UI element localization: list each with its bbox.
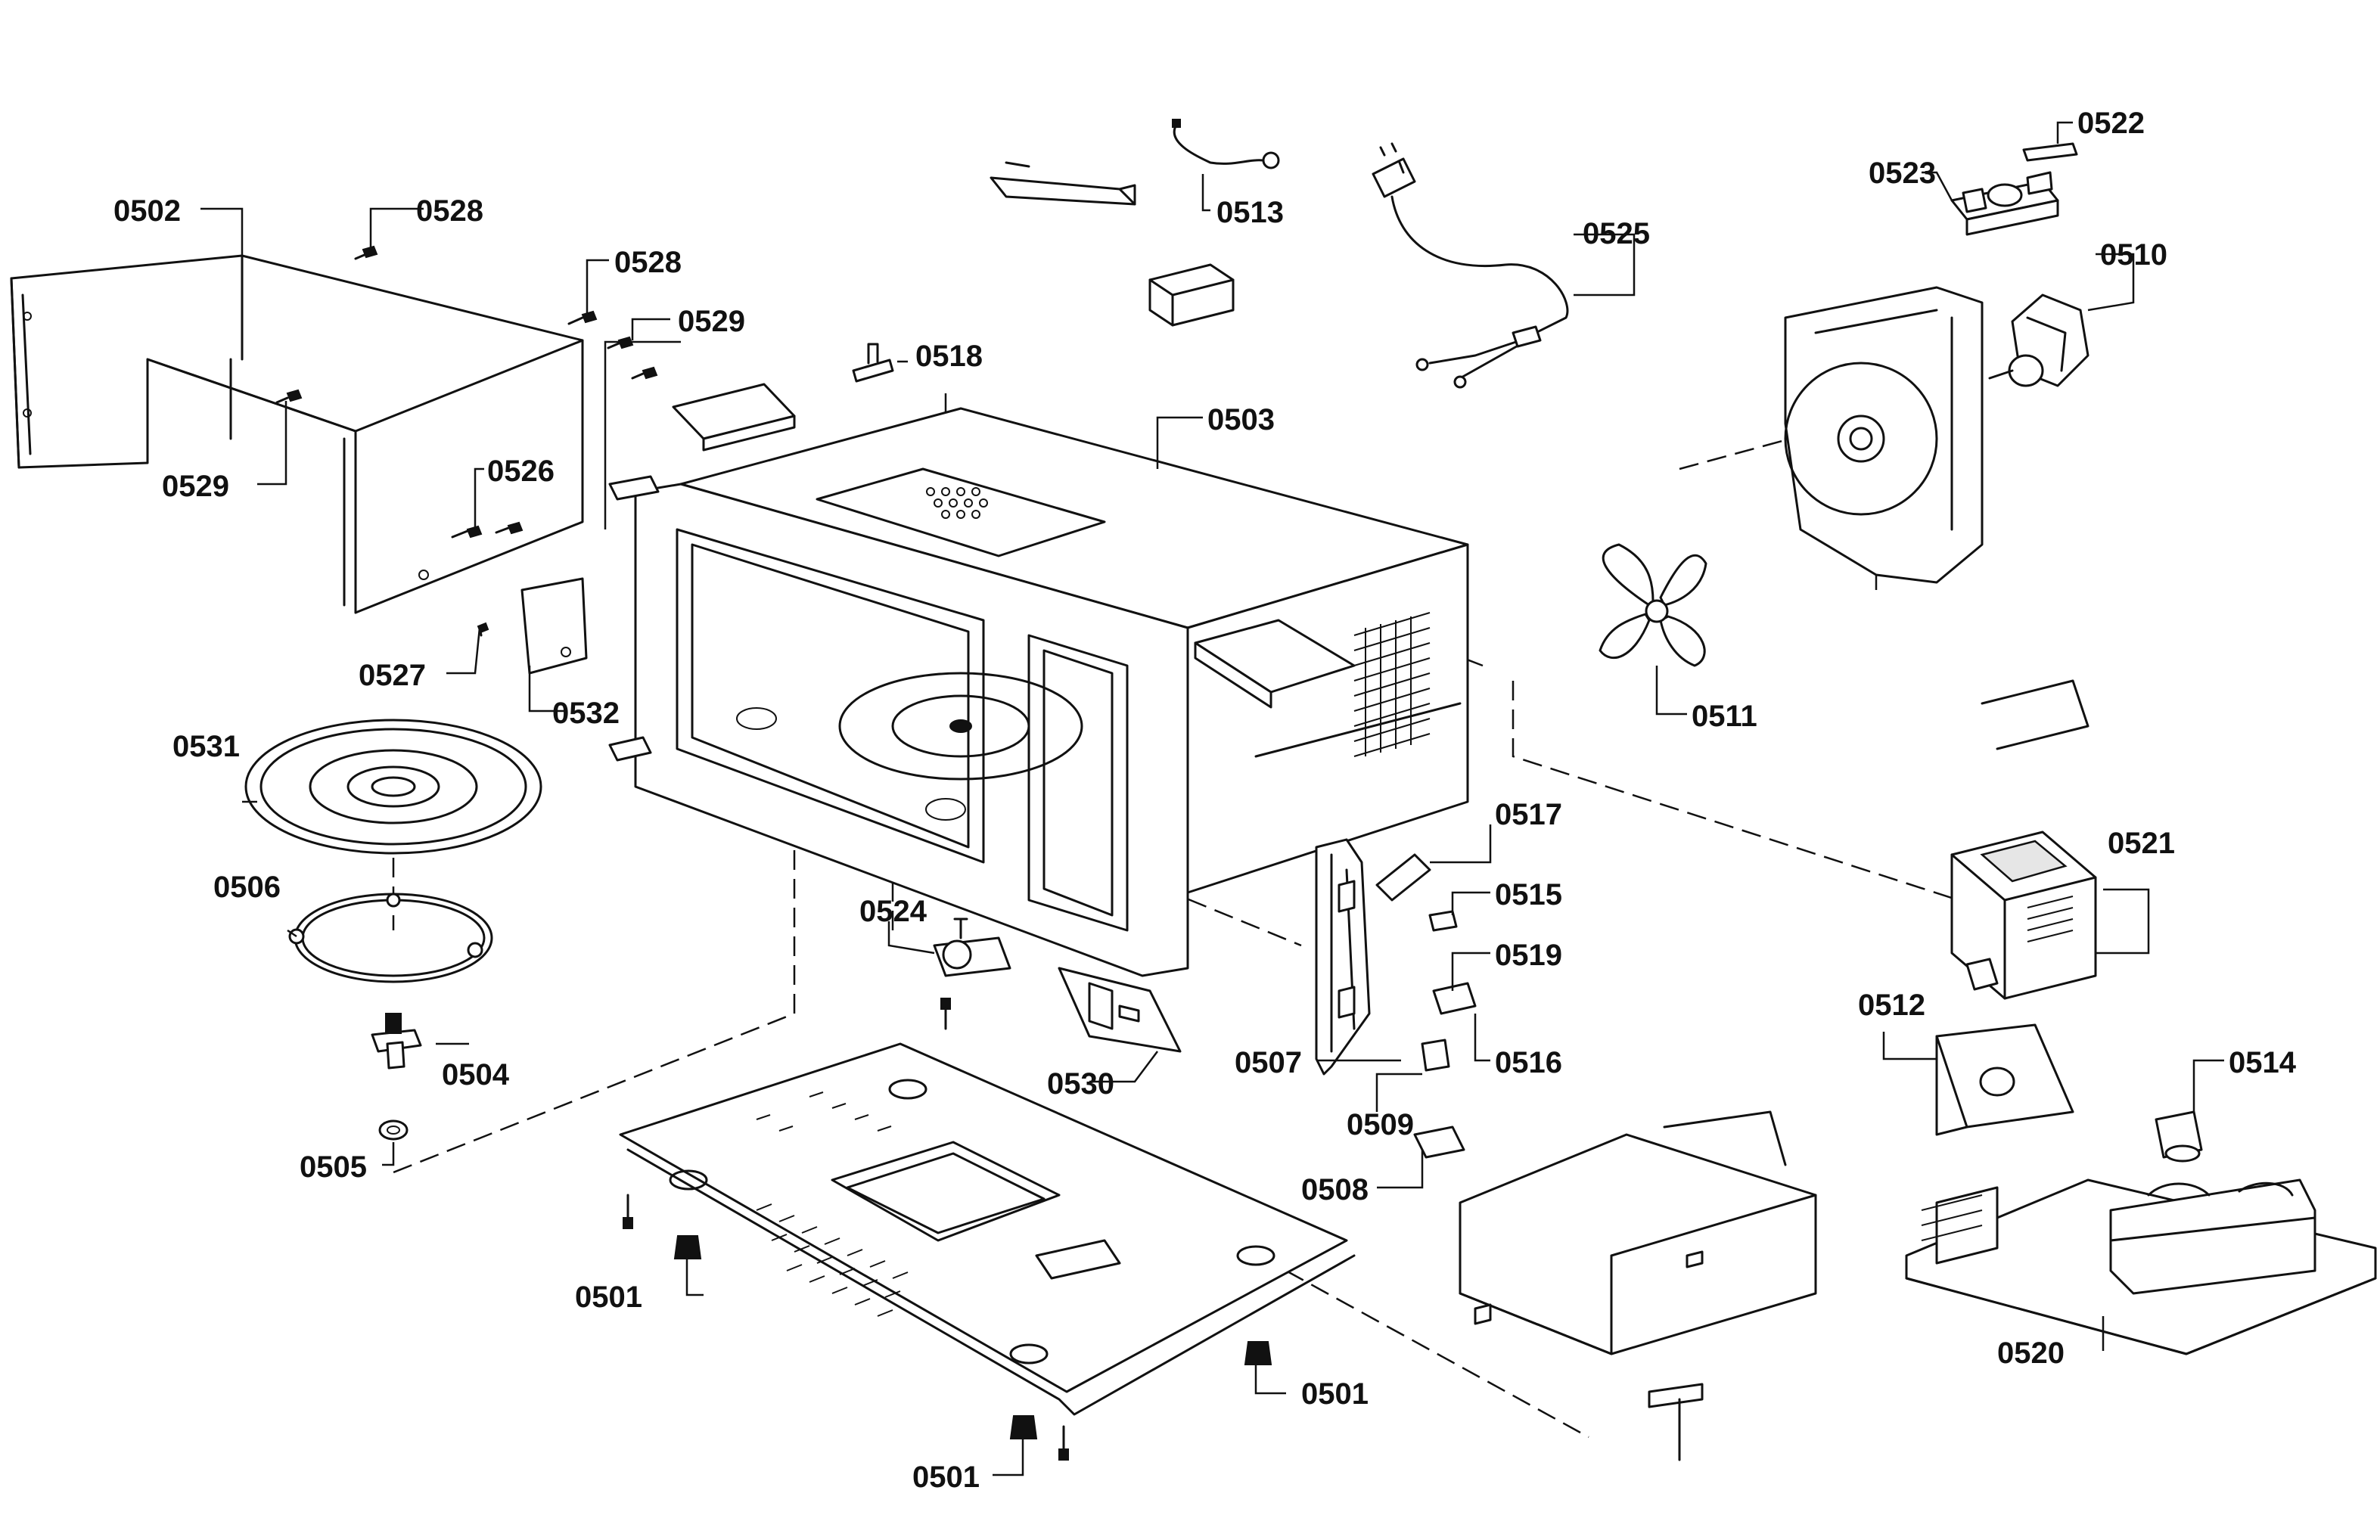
outer-cabinet xyxy=(10,254,584,614)
label-0530: 0530 xyxy=(1047,1067,1114,1101)
control-bracket xyxy=(1058,967,1182,1053)
label-0511: 0511 xyxy=(1692,700,1757,733)
label-0510: 0510 xyxy=(2100,238,2167,272)
label-0502: 0502 xyxy=(113,194,181,228)
power-cord xyxy=(1372,142,1569,389)
hv-bracket xyxy=(1935,1023,2074,1136)
thermal-bracket xyxy=(852,343,894,383)
label-0521: 0521 xyxy=(2108,827,2175,860)
wire-0513 xyxy=(1172,119,1280,169)
label-0516: 0516 xyxy=(1495,1046,1562,1079)
feet xyxy=(623,1194,1272,1461)
label-0501-c: 0501 xyxy=(912,1461,980,1494)
fuse-0522 xyxy=(2022,142,2078,162)
label-0527: 0527 xyxy=(359,659,426,692)
latch-board xyxy=(1315,838,1371,1076)
leader-lines xyxy=(200,121,2224,1476)
label-0513: 0513 xyxy=(1216,196,1284,229)
label-0515: 0515 xyxy=(1495,878,1562,911)
roller-ring xyxy=(288,893,493,983)
label-0501-b: 0501 xyxy=(1301,1377,1369,1411)
label-0526: 0526 xyxy=(487,455,555,488)
label-0503: 0503 xyxy=(1207,403,1275,436)
label-0525: 0525 xyxy=(1583,217,1650,250)
label-0504: 0504 xyxy=(442,1058,510,1091)
label-0529-a: 0529 xyxy=(678,305,745,338)
label-0508: 0508 xyxy=(1301,1173,1369,1206)
label-0506: 0506 xyxy=(213,871,281,904)
transformer-board xyxy=(1905,1178,2377,1355)
label-0501-a: 0501 xyxy=(575,1281,642,1314)
noise-filter-0523 xyxy=(1950,171,2059,236)
base-slots xyxy=(756,1091,909,1317)
fan-blade xyxy=(1599,543,1707,667)
label-0531: 0531 xyxy=(172,730,240,763)
label-0529-b: 0529 xyxy=(162,470,229,503)
turntable-tray xyxy=(244,719,542,855)
washer xyxy=(378,1119,409,1141)
magnetron xyxy=(1950,679,2097,1000)
waveguide-cover xyxy=(520,577,588,675)
component-tray xyxy=(1459,1110,1817,1355)
oven-cavity xyxy=(608,407,1469,977)
vent-grid xyxy=(1353,612,1431,757)
fan-shroud xyxy=(1784,286,1984,584)
label-0512: 0512 xyxy=(1858,989,1925,1022)
label-0523: 0523 xyxy=(1869,157,1936,190)
label-0518: 0518 xyxy=(915,340,983,373)
label-0514: 0514 xyxy=(2229,1046,2297,1079)
label-0532: 0532 xyxy=(552,697,620,730)
label-0519: 0519 xyxy=(1495,939,1562,972)
door-switches xyxy=(1375,853,1477,1159)
label-0528-b: 0528 xyxy=(614,246,682,279)
label-0517: 0517 xyxy=(1495,798,1562,831)
label-0507: 0507 xyxy=(1235,1046,1302,1079)
label-0522: 0522 xyxy=(2077,107,2145,140)
label-0509: 0509 xyxy=(1347,1108,1414,1141)
part-labels: 0502 0528 0528 0529 0529 0526 0527 0532 … xyxy=(113,107,2297,1494)
top-angle-bracket xyxy=(672,383,796,452)
label-0505: 0505 xyxy=(300,1150,367,1184)
cavity-top-holes xyxy=(926,487,988,519)
base-plate xyxy=(619,1042,1356,1416)
mounting-clip xyxy=(1648,1383,1704,1461)
bracket-block xyxy=(1148,263,1235,327)
coupler xyxy=(371,1013,422,1070)
label-0528-a: 0528 xyxy=(416,194,483,228)
label-0524: 0524 xyxy=(859,895,927,928)
fan-motor xyxy=(1988,293,2089,387)
hv-fuse xyxy=(2155,1110,2203,1163)
latch-bar xyxy=(990,161,1136,206)
cabinet-screws xyxy=(275,245,658,637)
label-0520: 0520 xyxy=(1997,1337,2065,1370)
turntable-motor xyxy=(933,917,1011,1030)
